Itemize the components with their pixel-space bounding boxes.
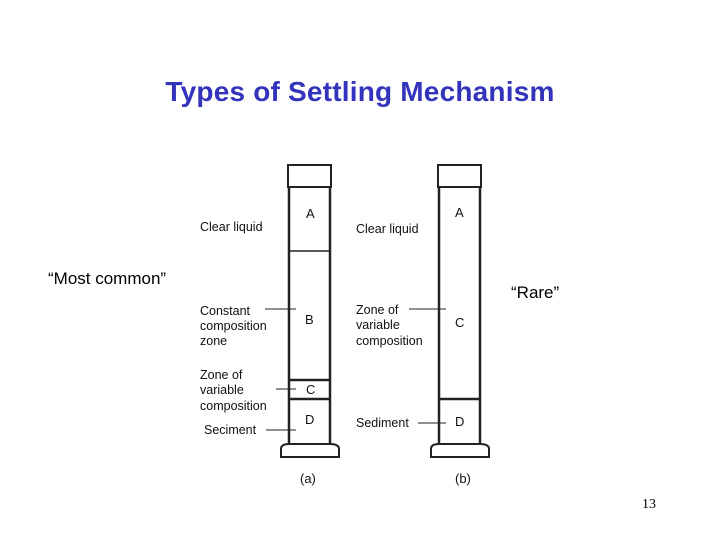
cylinder-b-clear-liquid-label: Clear liquid	[356, 222, 419, 236]
cylinder-a-constant-line-2: composition	[200, 319, 267, 333]
most-common-annotation: “Most common”	[48, 269, 167, 288]
cylinder-a-zone-a: A	[306, 206, 315, 221]
cylinder-b-rim	[437, 164, 482, 188]
cylinder-b	[409, 164, 490, 458]
cylinder-b-zone-c: C	[455, 315, 464, 330]
cylinder-a-clear-liquid-label: Clear liquid	[200, 220, 263, 234]
cylinder-a-variable-line-1: Zone of	[200, 368, 243, 382]
cylinder-a-caption: (a)	[300, 471, 316, 486]
cylinder-b-zone-a: A	[455, 205, 464, 220]
cylinder-b-variable-line-3: composition	[356, 334, 423, 348]
cylinder-a-base	[280, 443, 340, 458]
rare-annotation: “Rare”	[511, 283, 560, 302]
cylinder-b-variable-line-1: Zone of	[356, 303, 399, 317]
cylinder-a-zone-c: C	[306, 382, 315, 397]
cylinder-a-variable-line-3: composition	[200, 399, 267, 413]
cylinder-b-base	[430, 443, 490, 458]
cylinder-a-constant-line-1: Constant	[200, 304, 251, 318]
cylinder-a-zone-b: B	[305, 312, 314, 327]
cylinder-a-sediment-label: Seciment	[204, 423, 257, 437]
cylinder-b-variable-line-2: variable	[356, 318, 400, 332]
cylinder-a-zone-d: D	[305, 412, 314, 427]
cylinder-a	[265, 164, 340, 458]
cylinder-a-variable-line-2: variable	[200, 383, 244, 397]
cylinder-a-constant-line-3: zone	[200, 334, 227, 348]
cylinder-b-sediment-label: Sediment	[356, 416, 409, 430]
page-title: Types of Settling Mechanism	[165, 76, 555, 107]
cylinder-b-zone-d: D	[455, 414, 464, 429]
page-number: 13	[642, 497, 656, 512]
cylinder-b-caption: (b)	[455, 471, 471, 486]
cylinder-a-rim	[287, 164, 332, 188]
